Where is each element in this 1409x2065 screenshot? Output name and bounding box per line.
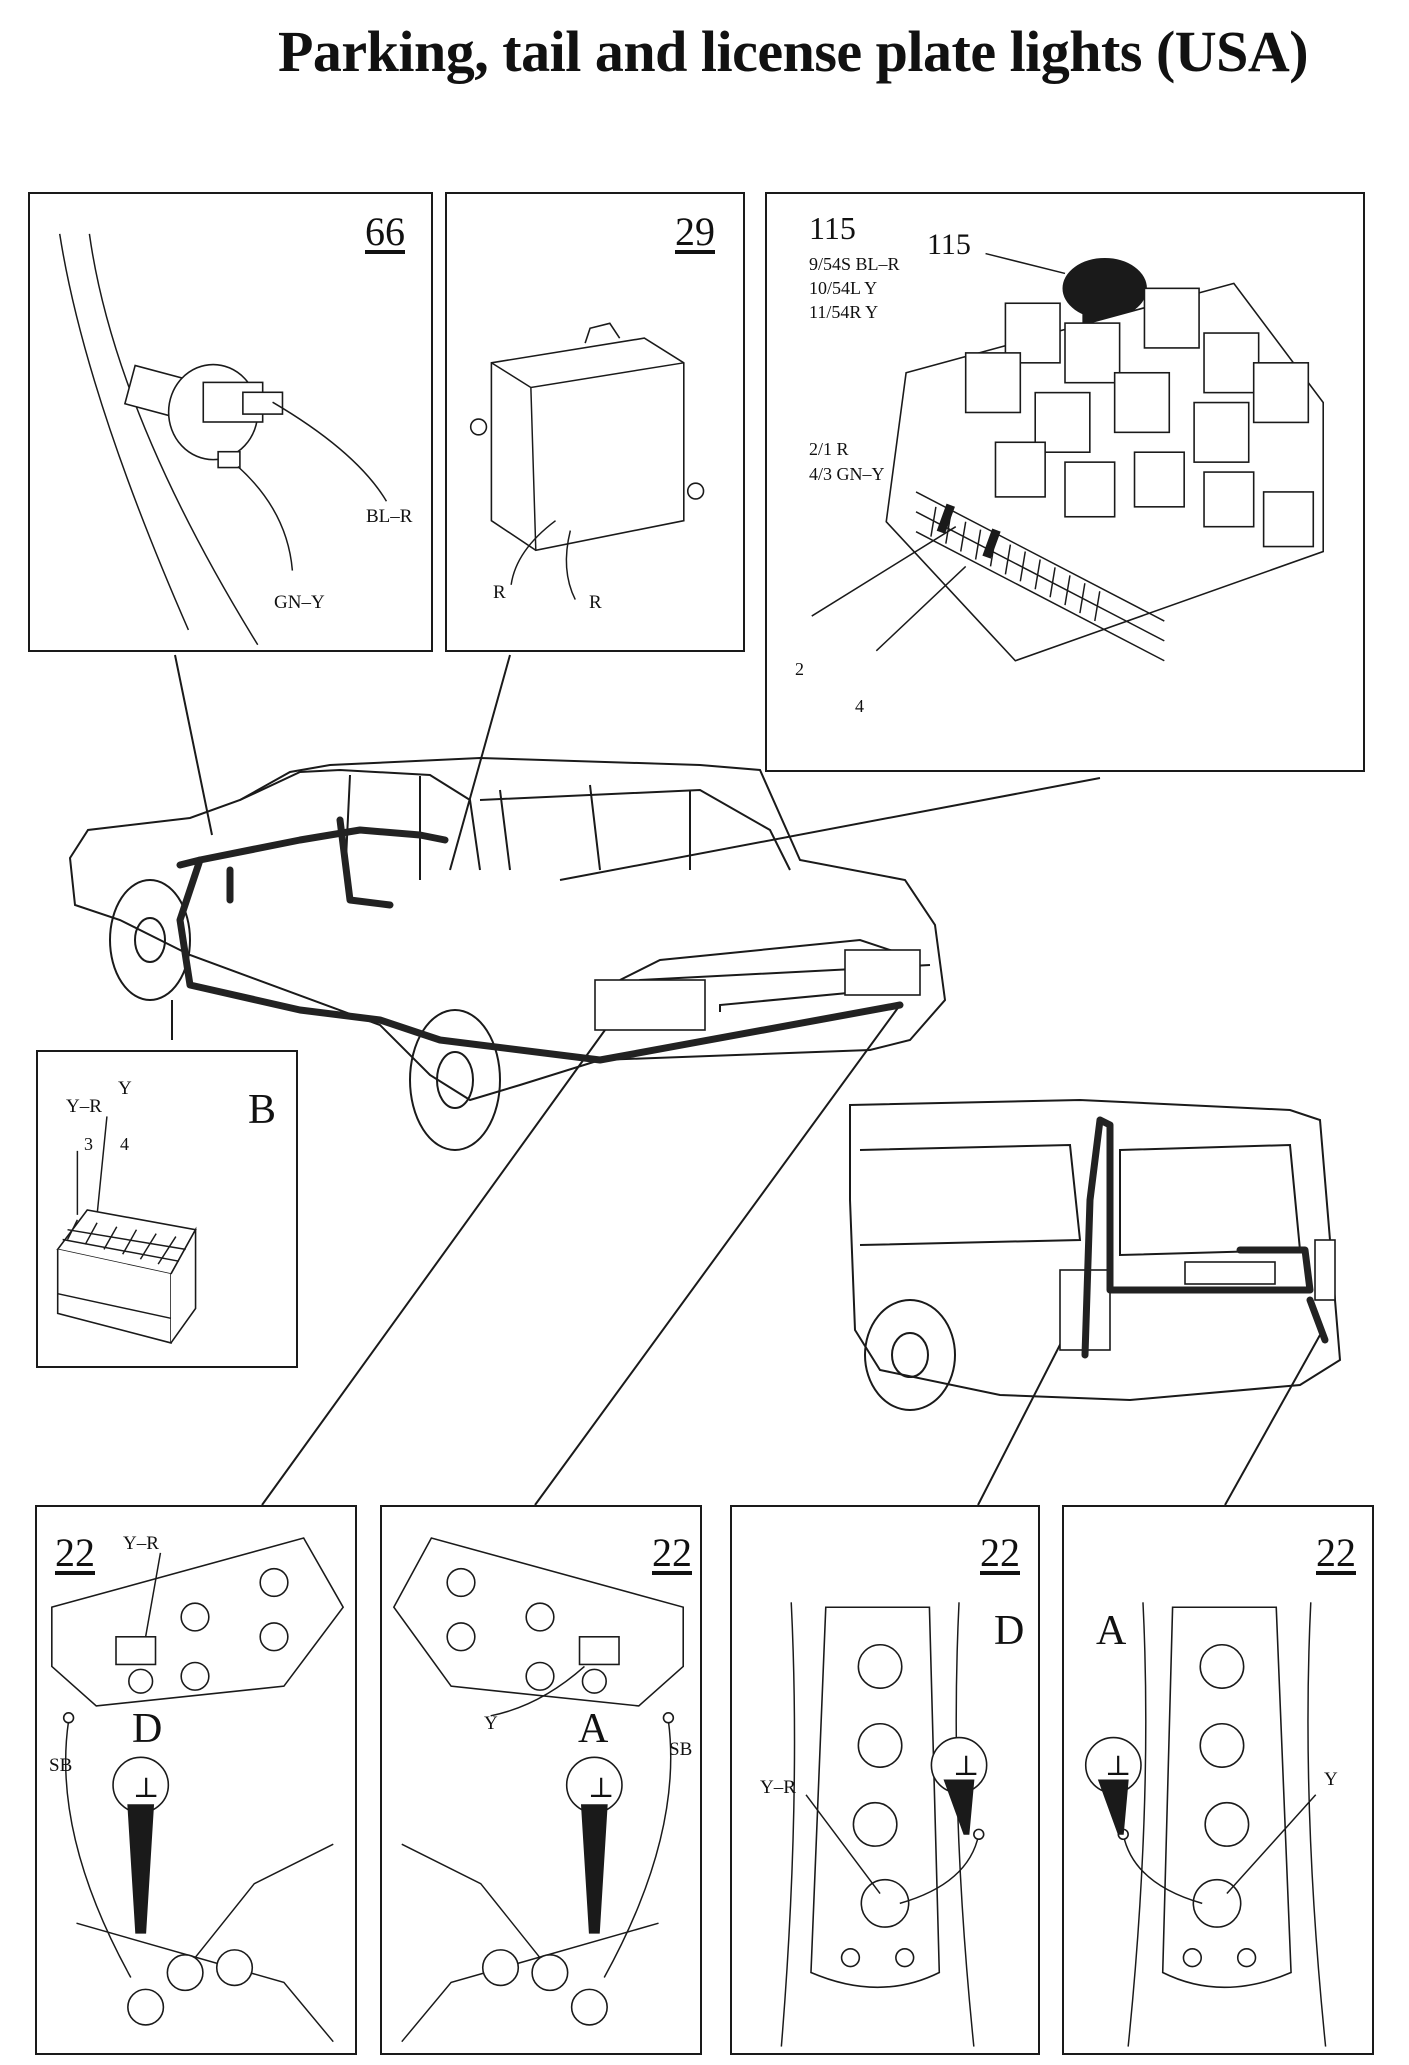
connector-pin-3: 3 <box>84 1134 93 1154</box>
multi-pin-connector-icon <box>56 1116 197 1344</box>
component-number-29: 29 <box>675 209 715 254</box>
ground-letter-a-b: A <box>578 1706 609 1752</box>
tail-light-assembly-icon <box>780 1602 988 2047</box>
ground-letter-a-d: A <box>1096 1608 1127 1654</box>
component-number-22-d: 22 <box>1316 1530 1356 1575</box>
fuse-legend-10: 10/54L Y <box>809 278 878 298</box>
wire-label-y-b: Y <box>484 1713 498 1734</box>
fuse-legend-9: 9/54S BL–R <box>809 254 900 274</box>
wire-label-y-r-c: Y–R <box>760 1777 796 1798</box>
wire-label-r-2: R <box>589 592 602 613</box>
wire-label-y: Y <box>118 1078 132 1099</box>
fuse-legend-11: 11/54R Y <box>809 302 879 322</box>
fuse-legend-2: 2/1 R <box>809 439 849 459</box>
ground-point-icon: ⊥ <box>1105 1751 1132 1782</box>
ground-letter-d-a: D <box>132 1706 163 1752</box>
ground-point-icon: ⊥ <box>133 1773 160 1804</box>
ground-point-icon: ⊥ <box>588 1773 615 1804</box>
component-number-66: 66 <box>365 209 405 254</box>
panel-22-sedan-left-tail-light: 22 Y–R SB D ⊥ <box>35 1505 357 2055</box>
component-number-22-c: 22 <box>980 1530 1020 1575</box>
connector-letter-b: B <box>248 1087 277 1133</box>
page-title: Parking, tail and license plate lights (… <box>278 19 1309 84</box>
component-number-22-b: 22 <box>652 1530 692 1575</box>
fuse-pin-2: 2 <box>795 659 804 679</box>
ground-letter-d-c: D <box>994 1608 1025 1654</box>
panel-22-wagon-right-tail-light: 22 A ⊥ Y <box>1062 1505 1374 2055</box>
tail-light-assembly-icon <box>392 1537 685 2043</box>
component-number-22-a: 22 <box>55 1530 95 1575</box>
component-number-115: 115 <box>809 210 856 246</box>
fuse-legend-4: 4/3 GN–Y <box>809 464 885 484</box>
panel-22-wagon-left-tail-light: 22 D ⊥ Y–R <box>730 1505 1040 2055</box>
fuse-pin-4: 4 <box>855 696 864 716</box>
panel-29-control-module: 29 R R <box>445 192 745 652</box>
panel-66-light-switch: 66 BL–R GN–Y <box>28 192 433 652</box>
wire-label-r-1: R <box>493 582 506 603</box>
ground-wire-sb-a: SB <box>49 1755 73 1776</box>
tail-light-assembly-icon <box>51 1537 345 2043</box>
wire-label-gn-y: GN–Y <box>274 592 325 613</box>
wire-label-y-r: Y–R <box>66 1096 102 1117</box>
panel-115-fuse-relay-box: 115 115 9/54S BL–R 10/54L Y 11/54R Y 2/1… <box>765 192 1365 772</box>
wire-label-bl-r: BL–R <box>366 506 413 527</box>
switch-connector-icon <box>58 233 388 646</box>
panel-b-connector: B Y–R Y 3 4 <box>36 1050 298 1368</box>
wire-label-y-d: Y <box>1324 1769 1338 1790</box>
control-module-icon <box>469 322 705 600</box>
component-callout-115: 115 <box>927 228 971 261</box>
wire-label-y-r-a: Y–R <box>123 1533 159 1554</box>
connector-pin-4: 4 <box>120 1134 129 1154</box>
tail-light-assembly-icon <box>1084 1602 1327 2047</box>
ground-point-icon: ⊥ <box>953 1751 980 1782</box>
fuse-relay-box-icon <box>811 252 1325 662</box>
panel-22-sedan-right-tail-light: 22 Y SB A ⊥ <box>380 1505 702 2055</box>
wagon-drawing <box>849 1098 1342 1411</box>
sedan-drawing <box>68 756 947 1151</box>
ground-wire-sb-b: SB <box>669 1739 693 1760</box>
